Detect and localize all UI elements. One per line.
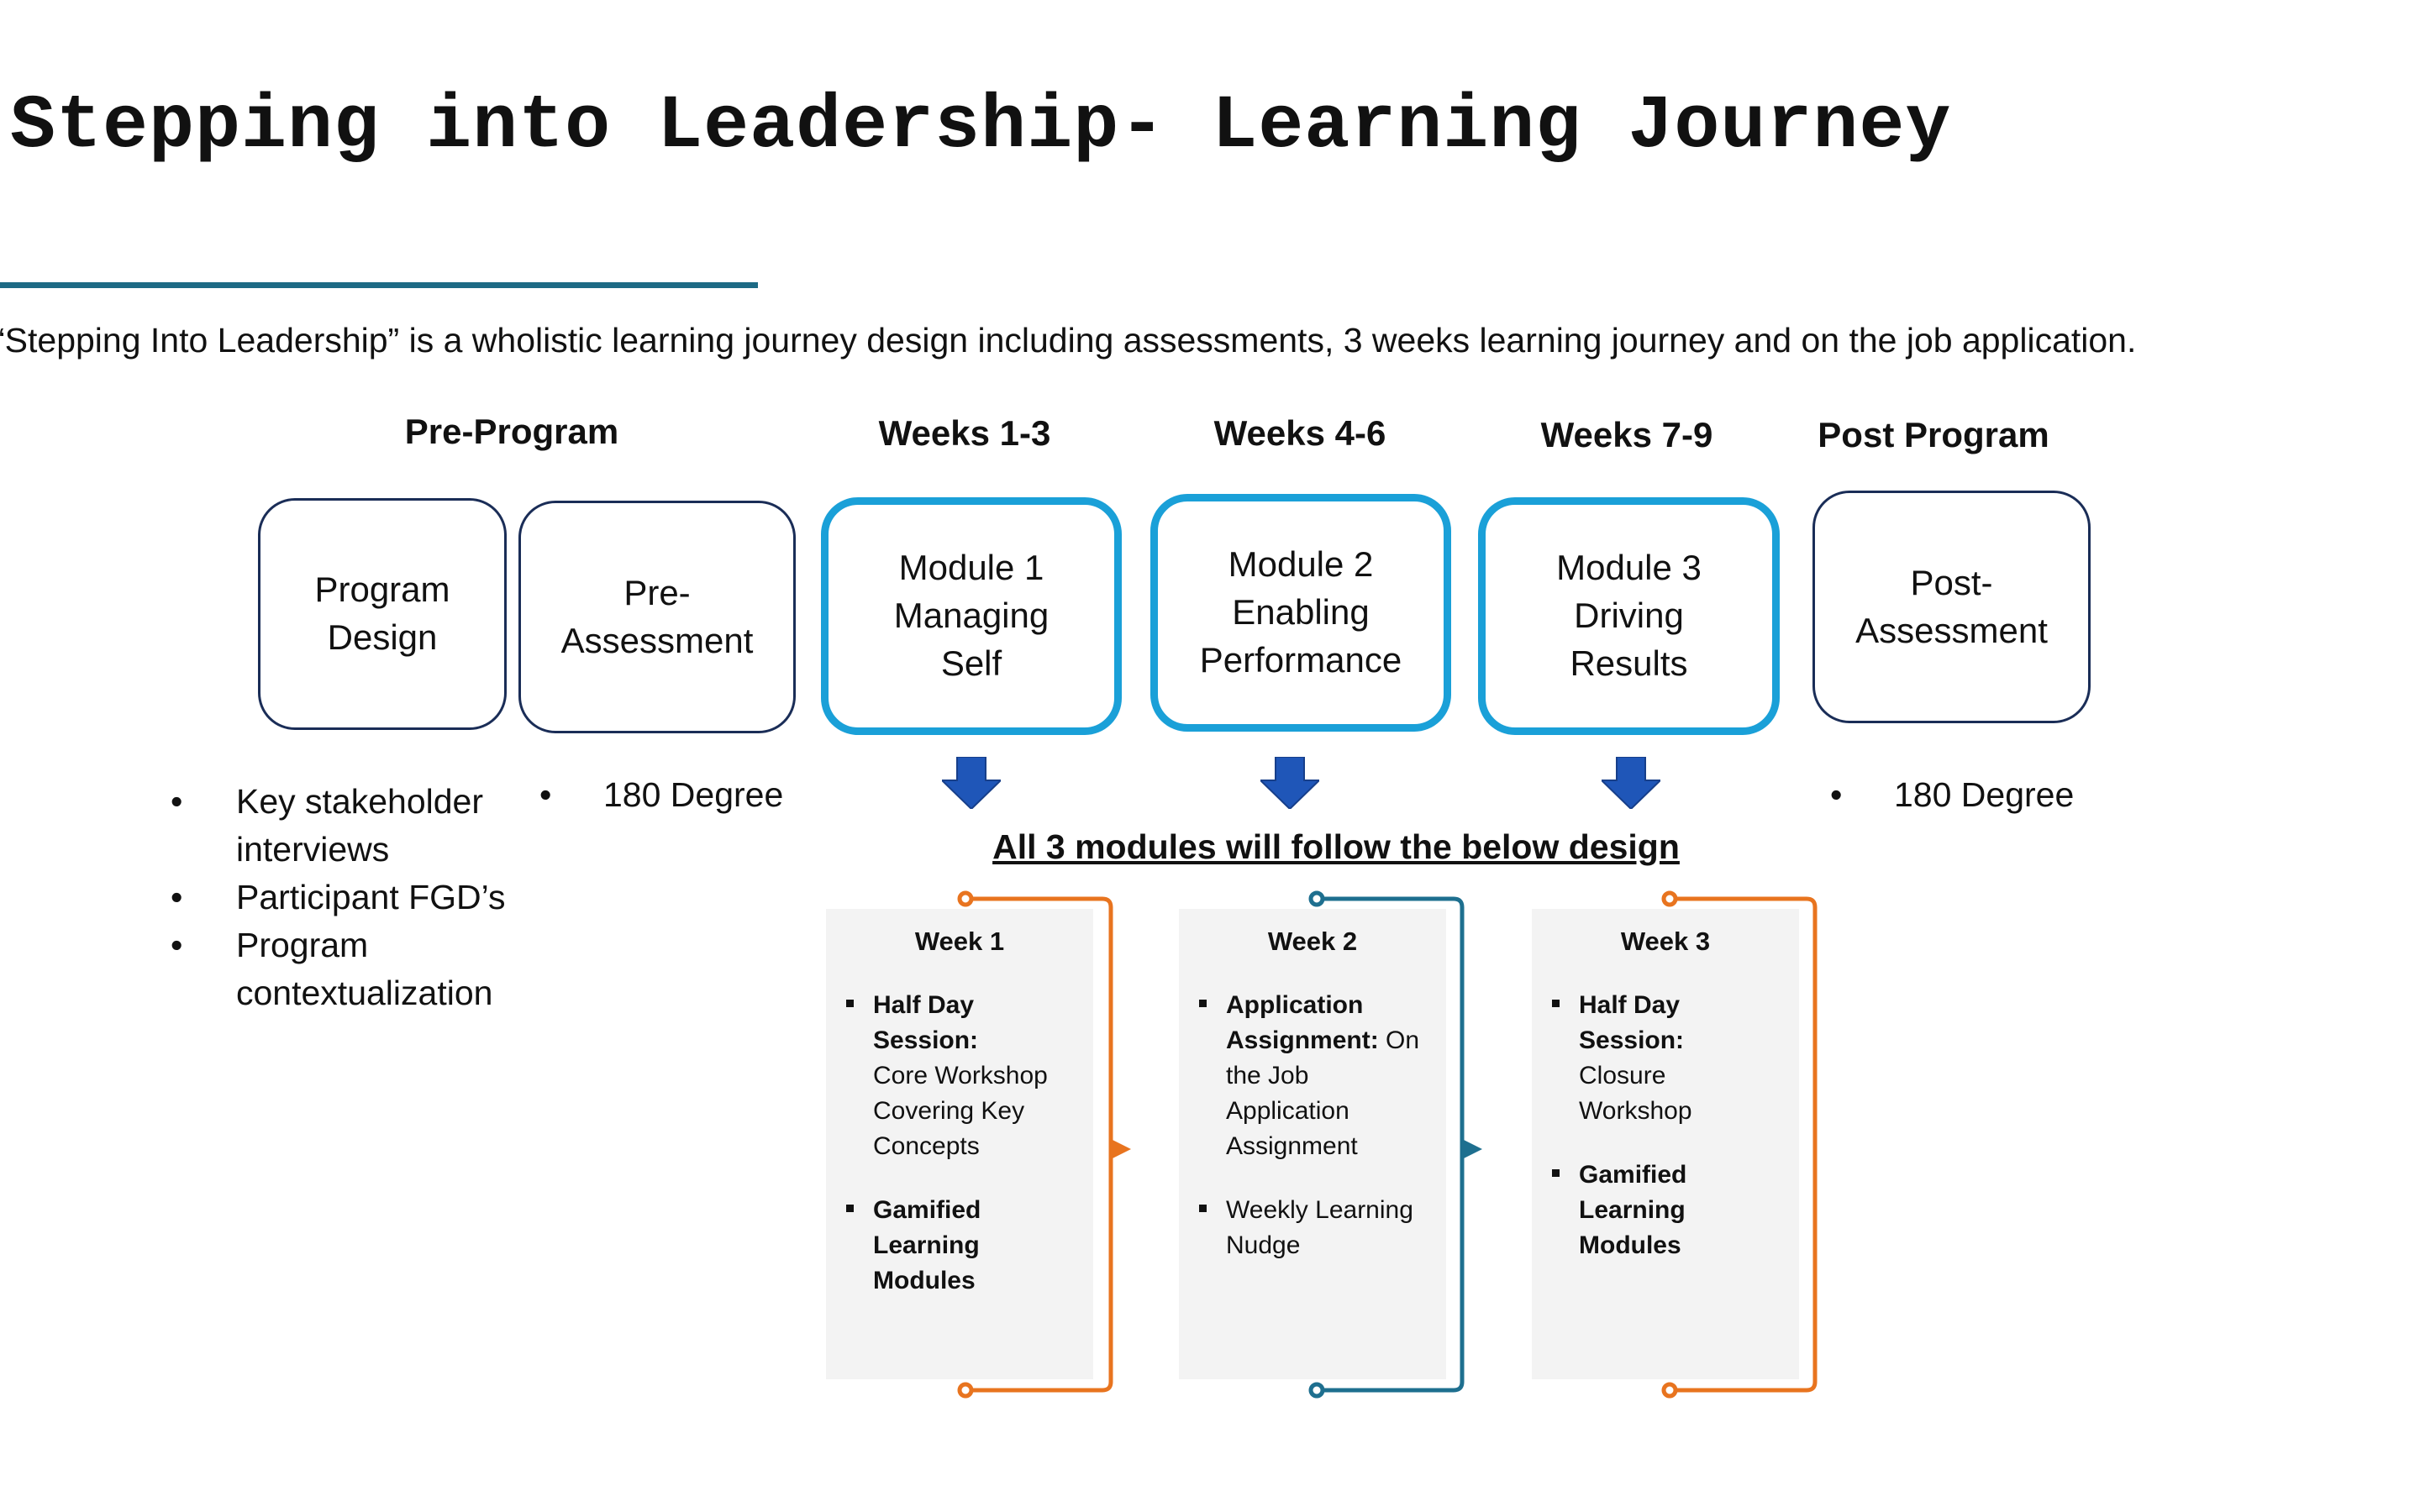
list-item: Program contextualization [171,921,540,1017]
pre-program-bullets: Key stakeholder interviews Participant F… [171,778,540,1017]
intro-text: “Stepping Into Leadership” is a wholisti… [0,321,2137,360]
box-line: Design [327,617,438,657]
week-title: Week 2 [1267,927,1358,956]
list-item: Half Day Session: Closure Workshop [1549,988,1782,1129]
week-2-card: Week 2 Application Assignment: On the Jo… [1179,909,1446,1379]
week-1-pointer-icon [1111,1139,1131,1159]
box-line: Program [314,570,450,610]
week-title: Week 1 [914,927,1005,956]
box-line: Self [940,643,1002,683]
list-item: 180 Degree [1830,771,2116,819]
box-line: Performance [1199,639,1402,680]
list-item: Participant FGD’s [171,874,540,921]
item-text: Weekly Learning Nudge [1226,1196,1413,1259]
page-title: Stepping into Leadership- Learning Journ… [10,84,1952,170]
week-1-card: Week 1 Half Day Session: Core Workshop C… [826,909,1093,1379]
week-title: Week 3 [1620,927,1711,956]
post-assessment-bullets: 180 Degree [1830,771,2116,819]
design-heading: All 3 modules will follow the below desi… [992,827,1680,866]
item-text: On the Job Application Assignment [1226,1026,1420,1160]
list-item: Weekly Learning Nudge [1196,1193,1429,1263]
title-underline [0,282,758,288]
item-heading: Gamified Learning Modules [1579,1161,1687,1259]
post-assessment-box: Post- Assessment [1812,491,2091,723]
phase-post-program: Post Program [1818,415,2049,454]
phase-weeks-7-9: Weeks 7-9 [1540,415,1713,454]
item-heading: Gamified Learning Modules [873,1196,981,1294]
list-item: Application Assignment: On the Job Appli… [1196,988,1429,1164]
week-2-pointer-icon [1462,1139,1482,1159]
box-line: Post- [1910,562,1993,602]
item-heading: Half Day Session: [1579,991,1685,1054]
box-line: Module 1 [898,548,1044,588]
week-3-card: Week 3 Half Day Session: Closure Worksho… [1532,909,1799,1379]
week-1-connector [957,890,1113,1399]
box-line: Driving [1574,596,1684,636]
box-line: Module 3 [1556,548,1702,588]
box-line: Managing [893,596,1050,636]
phase-weeks-4-6: Weeks 4-6 [1213,413,1386,453]
list-item: Half Day Session: Core Workshop Covering… [843,988,1076,1164]
list-item: Gamified Learning Modules [1549,1158,1782,1263]
box-line: Module 2 [1228,544,1374,585]
pre-assessment-box: Pre- Assessment [518,501,796,733]
phase-pre-program: Pre-Program [404,412,619,451]
phase-weeks-1-3: Weeks 1-3 [878,413,1051,453]
item-text: Closure Workshop [1579,1062,1692,1125]
week-3-connector [1661,890,1818,1399]
item-heading: Half Day Session: [873,991,979,1054]
down-arrow-icon [1260,757,1319,809]
list-item: 180 Degree [539,771,825,819]
pre-assessment-bullets: 180 Degree [539,771,825,819]
week-2-connector [1308,890,1465,1399]
box-line: Assessment [1855,610,2048,650]
list-item: Key stakeholder interviews [171,778,540,874]
box-line: Results [1570,643,1688,683]
item-text: Core Workshop Covering Key Concepts [873,1062,1048,1160]
item-heading: Application Assignment: [1226,991,1379,1054]
down-arrow-icon [942,757,1001,809]
box-line: Assessment [560,620,754,660]
list-item: Gamified Learning Modules [843,1193,1076,1299]
box-line: Enabling [1232,592,1370,633]
down-arrow-icon [1602,757,1660,809]
box-line: Pre- [623,572,691,612]
